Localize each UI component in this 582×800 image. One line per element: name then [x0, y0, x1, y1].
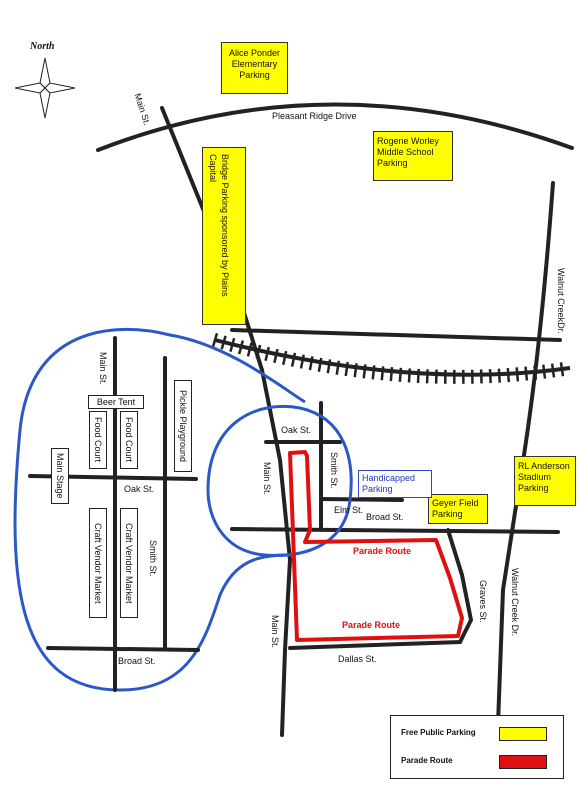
railroad-tie	[264, 346, 270, 362]
legend-free-parking-label: Free Public Parking	[401, 728, 476, 737]
label-main-st-bottom: Main St.	[270, 615, 280, 649]
road-walnut-creek	[496, 181, 555, 726]
road-broad-st-main	[230, 527, 560, 534]
parade-route-path	[288, 450, 464, 642]
legend-free-parking-swatch	[499, 727, 547, 741]
railroad-tie	[317, 357, 323, 372]
label-graves-st: Graves St.	[478, 580, 488, 623]
railroad-tie	[353, 363, 358, 378]
railroad-tie	[497, 368, 501, 383]
railroad-tie	[524, 366, 529, 381]
railroad-tie	[299, 354, 305, 369]
inset-pickle-playground: Pickle Playground	[174, 380, 192, 472]
inset-road-broad	[46, 646, 200, 652]
parking-rogene-worley: Rogene Worley Middle School Parking	[373, 131, 453, 181]
railroad-tie	[255, 344, 262, 359]
inset-craft-vendor-right: Craft Vendor Market	[120, 508, 138, 618]
railroad-tie	[559, 362, 565, 377]
label-inset-main-st: Main St.	[98, 352, 108, 386]
handicapped-parking: Handicapped Parking	[358, 470, 432, 498]
railroad-tie	[362, 364, 367, 379]
railroad-tie	[506, 367, 511, 383]
zoom-outline	[13, 327, 353, 692]
railroad-tie	[407, 368, 412, 383]
map-legend: Free Public Parking Parade Route	[390, 715, 564, 779]
label-inset-smith-st: Smith St.	[148, 540, 158, 577]
parking-rl-anderson: RL Anderson Stadium Parking	[514, 456, 576, 506]
legend-parade-route-label: Parade Route	[401, 756, 453, 765]
parking-bridge-text: Bridge Parking sponsored by Plains Capit…	[208, 154, 230, 297]
railroad-tie	[398, 367, 403, 382]
label-inset-broad-st: Broad St.	[118, 656, 156, 666]
road-pleasant-ridge	[96, 102, 574, 152]
inset-food-court-right-text: Food Court	[124, 417, 134, 463]
inset-craft-vendor-left: Craft Vendor Market	[89, 508, 107, 618]
parking-bridge: Bridge Parking sponsored by Plains Capit…	[202, 147, 246, 325]
label-oak-st: Oak St.	[281, 425, 312, 435]
label-inset-oak-st: Oak St.	[124, 484, 155, 494]
label-walnut-creek-top: Walnut CreekDr.	[556, 268, 566, 334]
compass-north-label: North	[29, 41, 55, 52]
parking-geyer-field: Geyer Field Parking	[428, 494, 488, 524]
inset-beer-tent: Beer Tent	[88, 395, 144, 409]
road-dallas-st	[288, 528, 474, 650]
inset-main-stage-text: Main Stage	[55, 453, 65, 499]
railroad-tie	[229, 337, 236, 353]
railroad-tie	[282, 350, 288, 366]
label-broad-st: Broad St.	[366, 512, 404, 522]
inset-pickle-playground-text: Pickle Playground	[178, 389, 188, 463]
label-smith-st: Smith St.	[329, 452, 339, 489]
railroad-tie	[425, 369, 429, 384]
railroad-tie	[488, 369, 492, 384]
inset-food-court-right: Food Court	[120, 411, 138, 469]
label-pleasant-ridge: Pleasant Ridge Drive	[272, 111, 357, 121]
inset-road-network	[28, 336, 200, 692]
road-broad-st	[230, 328, 562, 342]
railroad-tie	[335, 360, 341, 375]
railroad-tie	[246, 342, 253, 357]
railroad-tie	[290, 352, 297, 367]
railroad-tie	[389, 367, 394, 382]
railroad-tie	[533, 365, 538, 380]
inset-craft-vendor-left-text: Craft Vendor Market	[93, 522, 103, 604]
railroad-tie	[273, 348, 279, 364]
label-main-st-mid: Main St.	[262, 462, 272, 496]
railroad-tie	[515, 367, 520, 382]
railroad-tie	[308, 356, 314, 371]
railroad-tie	[416, 368, 420, 383]
road-elm-st	[319, 497, 404, 502]
label-elm-st: Elm St.	[334, 505, 364, 515]
inset-main-stage: Main Stage	[51, 448, 69, 504]
parade-route-label-2: Parade Route	[342, 620, 401, 630]
parking-alice-ponder: Alice Ponder Elementary Parking	[221, 42, 288, 94]
railroad-ties	[211, 332, 565, 384]
inset-food-court-left: Food Court	[89, 411, 107, 469]
railroad-tie	[237, 340, 244, 355]
railroad-tie	[326, 359, 332, 374]
legend-parade-route-swatch	[499, 755, 547, 769]
railroad-tie	[211, 332, 219, 348]
parade-route-label-1: Parade Route	[353, 546, 412, 556]
railroad-tie	[344, 361, 349, 377]
railroad-tie	[371, 365, 376, 380]
inset-craft-vendor-right-text: Craft Vendor Market	[124, 522, 134, 604]
compass-rose-icon	[14, 57, 76, 119]
railroad-tie	[542, 364, 547, 379]
label-walnut-creek-bottom: Walnut Creek Dr.	[510, 568, 520, 637]
label-dallas-st: Dallas St.	[338, 654, 377, 664]
railroad-tie	[220, 335, 227, 350]
railroad-tie	[380, 366, 385, 381]
railroad-tie	[550, 363, 556, 378]
inset-food-court-left-text: Food Court	[93, 417, 103, 463]
